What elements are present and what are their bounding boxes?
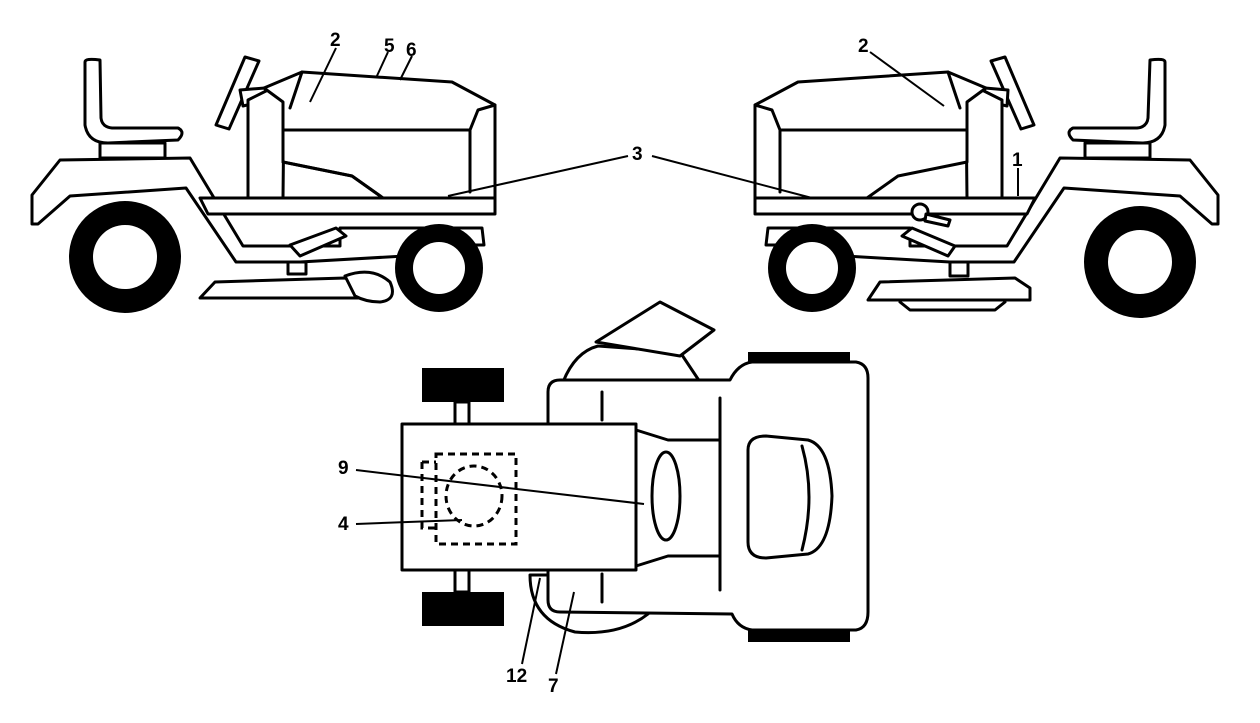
callout-2-left: 2 — [330, 30, 341, 51]
callout-labels: 2 5 6 3 2 1 9 4 12 7 — [330, 30, 1023, 697]
callout-5: 5 — [384, 36, 395, 57]
callout-7: 7 — [548, 676, 559, 697]
tractor-top-view — [400, 300, 870, 642]
callout-4: 4 — [338, 514, 349, 535]
callout-6: 6 — [406, 40, 417, 61]
callout-1: 1 — [1012, 150, 1023, 171]
leader-lines — [309, 47, 1019, 675]
callout-3: 3 — [632, 144, 643, 165]
callout-12: 12 — [506, 666, 527, 687]
callout-9: 9 — [338, 458, 349, 479]
callout-2-right: 2 — [858, 36, 869, 57]
tractor-left-side-view — [30, 55, 497, 313]
tractor-right-side-view — [753, 55, 1220, 318]
